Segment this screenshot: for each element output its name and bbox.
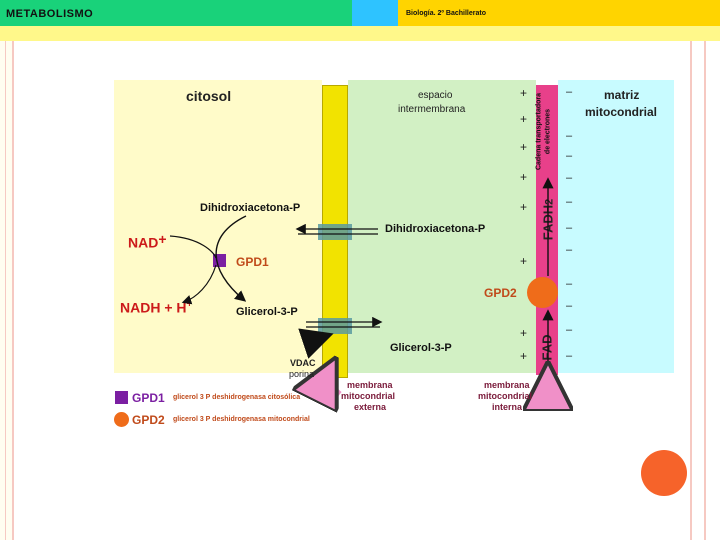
charge-minus-3: – <box>566 150 573 162</box>
nad-label: NAD+ <box>128 229 167 251</box>
gpd2-marker <box>527 277 558 308</box>
legend-gpd2-swatch <box>114 412 129 427</box>
charge-plus-8: + <box>520 349 528 363</box>
charge-plus-6: + <box>520 254 528 268</box>
inner-membrane-label-1: membrana <box>484 380 530 390</box>
charge-minus-8: – <box>566 278 573 290</box>
charge-plus-4: + <box>520 170 528 184</box>
vdac-pointer <box>298 328 334 359</box>
inner-membrane-label-3: interna <box>492 402 523 412</box>
charge-minus-7: – <box>566 244 573 256</box>
header-bar-middle <box>352 0 398 26</box>
legend-gpd2-desc: glicerol 3 P deshidrogenasa mitocondrial <box>173 416 310 423</box>
inner-membrane-label-2: mitocondrial <box>478 391 533 401</box>
header-bar-left <box>0 0 352 26</box>
frame-right-line2 <box>704 41 706 540</box>
nad-text: NAD <box>128 234 159 251</box>
outer-membrane-label-2: mitocondrial <box>341 391 396 401</box>
header-bar-right <box>398 0 720 26</box>
matrix-region <box>558 80 674 373</box>
gpd2-label: GPD2 <box>484 286 517 300</box>
cytosol-region <box>114 80 322 373</box>
nadh-superscript: + <box>186 299 193 310</box>
outer-membrane-label-1: membrana <box>347 380 393 390</box>
vdac-channel-top <box>318 224 352 240</box>
porina-label: porina <box>289 369 315 379</box>
gpd1-label: GPD1 <box>236 255 269 269</box>
nadh-text: NADH + H <box>120 299 187 316</box>
intermembrane-label-1: espacio <box>418 90 453 101</box>
g3p-cytosol-label: Glicerol-3-P <box>236 306 298 318</box>
frame-left-inner <box>5 41 6 540</box>
matrix-label-2: mitocondrial <box>585 105 658 119</box>
charge-minus-2: – <box>566 130 573 142</box>
vdac-label: VDAC <box>290 358 316 368</box>
charge-minus-5: – <box>566 196 573 208</box>
charge-plus-5: + <box>520 200 528 214</box>
cytosol-reaction-curve <box>215 215 247 302</box>
decorative-orange-circle <box>641 450 687 496</box>
frame-left <box>0 41 14 540</box>
g3p-intermembrane-label: Glicerol-3-P <box>390 342 452 354</box>
frame-right-line1 <box>690 41 692 540</box>
dhap-cytosol-label: Dihidroxiacetona-P <box>200 202 301 214</box>
header-right-title: Biología. 2º Bachillerato <box>406 10 486 17</box>
charge-minus-6: – <box>566 222 573 234</box>
charge-plus-1: + <box>520 86 528 100</box>
nad-curve <box>169 235 217 259</box>
cytosol-label: citosol <box>186 88 232 104</box>
nadh-curve <box>181 264 217 305</box>
charge-plus-3: + <box>520 140 528 154</box>
charge-minus-4: – <box>566 172 573 184</box>
legend-gpd1-abbr: GPD1 <box>132 391 165 405</box>
charge-plus-7: + <box>520 326 528 340</box>
legend-gpd1-swatch <box>115 391 128 404</box>
charge-minus-9: – <box>566 300 573 312</box>
outer-membrane-label-3: externa <box>354 402 387 412</box>
charge-minus-11: – <box>566 350 573 362</box>
header-left-title: METABOLISMO <box>6 8 94 20</box>
nadh-label: NADH + H+ <box>120 299 192 316</box>
charge-plus-2: + <box>520 112 528 126</box>
charge-minus-1: – <box>566 86 573 98</box>
dhap-intermembrane-label: Dihidroxiacetona-P <box>385 223 486 235</box>
nad-superscript: + <box>158 231 167 247</box>
header-subbar <box>0 26 720 41</box>
legend-gpd2-abbr: GPD2 <box>132 413 165 427</box>
matrix-label-1: matriz <box>604 88 640 102</box>
outer-membrane-pointer <box>328 370 342 394</box>
charge-minus-10: – <box>566 324 573 336</box>
intermembrane-label-2: intermembrana <box>398 104 466 115</box>
legend-gpd1-desc: glicerol 3 P deshidrogenasa citosólica <box>173 394 301 401</box>
